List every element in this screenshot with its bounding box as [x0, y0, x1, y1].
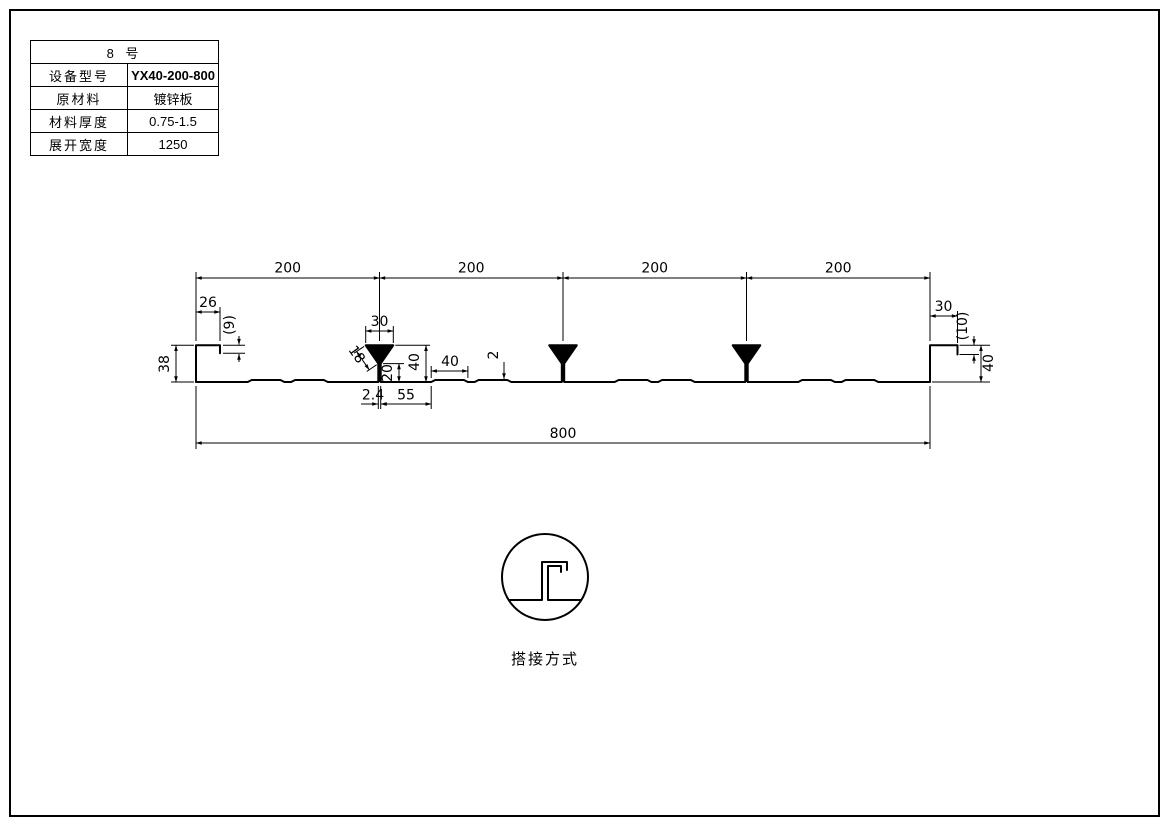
dim-stiffener-offset: 55 — [397, 388, 415, 404]
dim-left-height: 38 — [157, 355, 173, 373]
dim-span-1: 200 — [274, 261, 301, 277]
dim-span-4: 200 — [825, 261, 852, 277]
panel-profile-path — [195, 344, 959, 383]
dim-rib-cap: 30 — [371, 314, 389, 330]
lap-joint-detail: 搭接方式 — [501, 533, 589, 668]
extension-lines — [171, 272, 990, 449]
dimension-line — [356, 351, 370, 371]
dimension-labels: 200 200 200 200 800 26 (9) 38 30 18 20 4… — [157, 261, 997, 443]
label-material-thickness: 材料厚度 — [30, 109, 128, 133]
detail-right-panel-edge — [547, 565, 582, 601]
dim-right-lip: (10) — [955, 312, 971, 341]
dim-overall-width: 800 — [550, 426, 577, 442]
rib-1 — [365, 345, 394, 382]
dim-rib-height: 40 — [407, 353, 423, 371]
detail-left-panel-edge — [508, 561, 568, 601]
dim-left-cap: 26 — [199, 295, 217, 311]
dim-left-lip: (9) — [222, 315, 238, 335]
value-raw-material: 镀锌板 — [127, 86, 219, 110]
dim-neck-width: 2.4 — [362, 388, 384, 404]
dim-right-height: 40 — [981, 354, 997, 372]
dim-span-3: 200 — [641, 261, 668, 277]
dim-rib-neck-height: 20 — [380, 364, 396, 382]
extension-line — [366, 364, 377, 372]
detail-circle — [501, 533, 589, 621]
value-unfolded-width: 1250 — [127, 132, 219, 156]
rib-3 — [732, 345, 761, 382]
extension-line — [353, 345, 365, 354]
title-block: 8 号 设备型号 YX40-200-800 原材料 镀锌板 材料厚度 0.75-… — [30, 40, 219, 156]
dimension-lines — [174, 276, 983, 445]
dim-right-cap: 30 — [935, 299, 953, 315]
sheet-border — [9, 9, 1160, 817]
dim-stiffener-width: 40 — [441, 354, 459, 370]
rib-2 — [549, 345, 577, 382]
detail-label: 搭接方式 — [511, 650, 579, 668]
value-device-model: YX40-200-800 — [127, 63, 219, 87]
dim-span-2: 200 — [458, 261, 485, 277]
dim-stiffener-depth: 2 — [486, 351, 502, 360]
